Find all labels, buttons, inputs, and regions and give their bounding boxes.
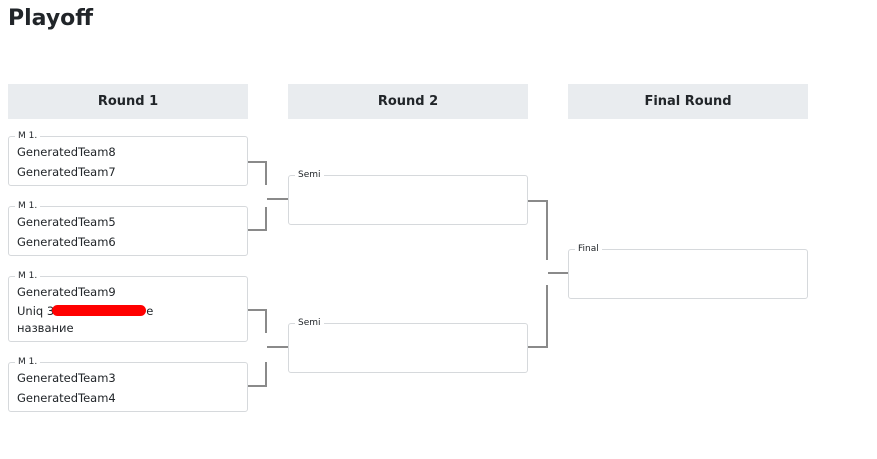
bracket-connector [528,346,547,348]
bracket-connector [267,346,288,348]
team-slot-1[interactable]: GeneratedTeam9 [17,285,116,299]
match-label: M 1. [15,269,41,283]
page-title: Playoff [8,6,94,31]
bracket-connector [248,161,266,163]
team-slot-2[interactable]: GeneratedTeam4 [17,391,116,405]
bracket-connector [546,200,548,260]
redaction-mark [52,305,147,316]
round1-match-4[interactable]: M 1. GeneratedTeam3 GeneratedTeam4 [8,355,248,412]
round2-match-1[interactable]: Semi [288,168,528,225]
bracket-connector [548,272,568,274]
team-slot-2[interactable]: Uniq 3 e [9,302,247,320]
round1-match-3[interactable]: M 1. GeneratedTeam9 Uniq 3 e название [8,269,248,342]
team-slot-1[interactable]: GeneratedTeam8 [17,145,116,159]
match-label: M 1. [15,355,41,369]
team-name-start: Uniq 3 [17,304,55,318]
match-label: Semi [295,316,324,330]
round1-match-2[interactable]: M 1. GeneratedTeam5 GeneratedTeam6 [8,199,248,256]
match-label: Semi [295,168,324,182]
bracket-connector [248,385,266,387]
bracket-connector [528,200,547,202]
team-slot-1[interactable]: GeneratedTeam5 [17,215,116,229]
match-label: M 1. [15,199,41,213]
team-slot-1[interactable]: GeneratedTeam3 [17,371,116,385]
final-match[interactable]: Final [568,242,808,299]
final-round-header: Final Round [568,84,808,119]
team-name-end: e [146,304,154,318]
match-label: Final [575,242,602,256]
team-slot-2[interactable]: GeneratedTeam7 [17,165,116,179]
team-slot-2[interactable]: GeneratedTeam6 [17,235,116,249]
round-1-header: Round 1 [8,84,248,119]
bracket-connector [267,198,288,200]
bracket-connector [265,161,267,185]
round1-match-1[interactable]: M 1. GeneratedTeam8 GeneratedTeam7 [8,129,248,186]
bracket-connector [248,309,266,311]
bracket-connector [265,207,267,231]
team-name-line2: название [17,321,74,335]
match-label: M 1. [15,129,41,143]
bracket-connector [265,309,267,333]
round2-match-2[interactable]: Semi [288,316,528,373]
bracket-connector [265,362,267,387]
bracket-connector [248,229,266,231]
bracket-connector [546,285,548,348]
round-2-header: Round 2 [288,84,528,119]
